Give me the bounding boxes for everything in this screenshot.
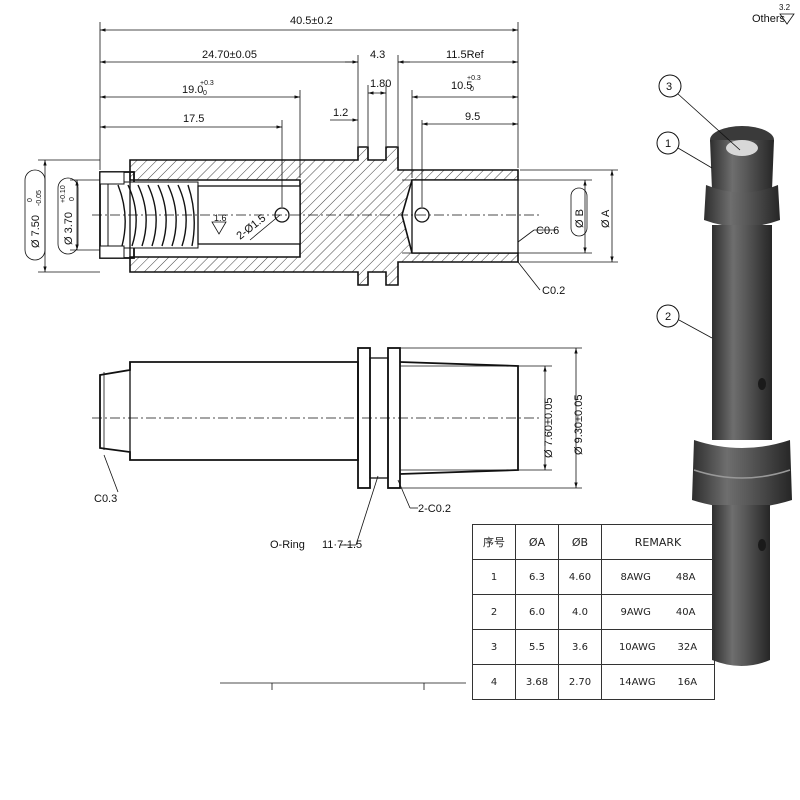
dim-10-5-tol: +0.3	[467, 75, 481, 82]
part-hole-lower	[758, 539, 766, 551]
header-no: 序号	[472, 524, 516, 560]
table-row: 1 6.3 4.60 8AWG 48A	[472, 559, 715, 595]
section-view	[92, 146, 540, 286]
table-row: 3 5.5 3.6 10AWG 32A	[472, 629, 715, 665]
oring-label: O-Ring	[270, 539, 305, 551]
cell-awg: 9AWG	[620, 606, 651, 618]
cell-remark: 14AWG 16A	[601, 664, 715, 700]
dim-10-5-tol-low: 0	[470, 86, 474, 93]
dim-17-5: 17.5	[183, 113, 204, 125]
dim-dia-7-50-tol-up: 0	[27, 198, 34, 202]
dia-7-50-box	[24, 169, 46, 261]
dim-overall-length: 40.5±0.2	[290, 15, 333, 27]
cell-remark: 10AWG 32A	[601, 629, 715, 665]
cell-amp: 40A	[675, 606, 696, 618]
cell-awg: 8AWG	[620, 571, 651, 583]
dim-19-0-tol-low: 0	[203, 90, 207, 97]
table-row: 4 3.68 2.70 14AWG 16A	[472, 664, 715, 700]
header-dia-b: ØB	[558, 524, 602, 560]
dim-1-2: 1.2	[333, 107, 348, 119]
balloon-1-label: 1	[665, 138, 671, 150]
dia-b-box	[570, 187, 588, 237]
cell-a: 6.3	[515, 559, 559, 595]
cell-amp: 16A	[677, 676, 698, 688]
note-c0-2-top: C0.2	[542, 285, 565, 297]
note-roughness-1-6: 1.6	[214, 213, 227, 223]
note-c0-3: C0.3	[94, 493, 117, 505]
part-render: 3 1 2	[656, 74, 792, 666]
others-label: Others	[752, 13, 786, 25]
cell-awg: 10AWG	[618, 641, 656, 653]
dim-dia-7-50-tol-low: -0.05	[36, 190, 43, 206]
cell-b: 2.70	[558, 664, 602, 700]
oring-size: 11·7·1.5	[322, 539, 362, 551]
spec-table: 序号 ØA ØB REMARK 1 6.3 4.60 8AWG 48A 2 6.0…	[472, 524, 715, 700]
dim-dia-7-60: Ø 7.60±0.05	[543, 398, 555, 458]
dim-dia-b: Ø B	[574, 209, 586, 228]
cell-remark: 8AWG 48A	[601, 559, 715, 595]
cell-awg: 14AWG	[618, 676, 656, 688]
dim-24-70: 24.70±0.05	[202, 49, 257, 61]
header-dia-a: ØA	[515, 524, 559, 560]
dim-19-0: 19.0	[182, 84, 203, 96]
table-row: 2 6.0 4.0 9AWG 40A	[472, 594, 715, 630]
dim-dia-3-70: Ø 3.70	[63, 212, 75, 245]
roughness-symbol	[211, 221, 227, 235]
dim-10-5: 10.5	[451, 80, 472, 92]
cell-no: 4	[472, 664, 516, 700]
cell-amp: 48A	[675, 571, 696, 583]
cell-no: 2	[472, 594, 516, 630]
note-c0-6: C0.6	[536, 225, 559, 237]
dim-9-5: 9.5	[465, 111, 480, 123]
part-bore	[726, 140, 758, 156]
others-value: 3.2	[779, 3, 791, 12]
cell-no: 3	[472, 629, 516, 665]
cell-amp: 32A	[677, 641, 698, 653]
dim-dia-9-30: Ø 9.30±0.05	[573, 395, 585, 455]
balloon-3	[658, 74, 682, 98]
dim-dia-3-70-tol-low: 0	[69, 197, 76, 201]
balloon-2	[656, 304, 680, 328]
dim-dia-3-70-tol-up: +0.10	[60, 185, 67, 203]
cell-b: 4.0	[558, 594, 602, 630]
section-body	[129, 146, 519, 286]
table-header-row: 序号 ØA ØB REMARK	[472, 524, 715, 560]
dia-3-70-box	[57, 177, 79, 255]
dim-4-3: 4.3	[370, 49, 385, 61]
balloon-1	[656, 131, 680, 155]
cell-remark: 9AWG 40A	[601, 594, 715, 630]
cell-b: 4.60	[558, 559, 602, 595]
cell-b: 3.6	[558, 629, 602, 665]
part-hole-upper	[758, 378, 766, 390]
balloon-3-label: 3	[666, 81, 672, 93]
cell-no: 1	[472, 559, 516, 595]
cell-a: 3.68	[515, 664, 559, 700]
header-remark: REMARK	[601, 524, 715, 560]
cell-a: 5.5	[515, 629, 559, 665]
dim-dia-7-50: Ø 7.50	[30, 215, 42, 248]
dim-19-0-tol: +0.3	[200, 80, 214, 87]
exterior-shaft-left	[99, 361, 359, 461]
dim-11-5: 11.5Ref	[446, 49, 485, 61]
note-2-c0-2: 2-C0.2	[418, 503, 451, 515]
balloon-2-label: 2	[665, 311, 671, 323]
title-block-fragment	[220, 682, 466, 690]
others-roughness-icon	[779, 13, 795, 25]
dim-dia-a: Ø A	[600, 209, 612, 228]
right-bore	[411, 179, 519, 254]
exterior-shaft-right	[399, 361, 519, 475]
dim-1-80: 1.80	[370, 78, 391, 90]
exterior-view: Ø 7.60±0.05 Ø 9.30±0.05 C0.3 2-C0.2 O-Ri…	[92, 347, 585, 551]
part-collar	[692, 440, 792, 508]
cell-a: 6.0	[515, 594, 559, 630]
